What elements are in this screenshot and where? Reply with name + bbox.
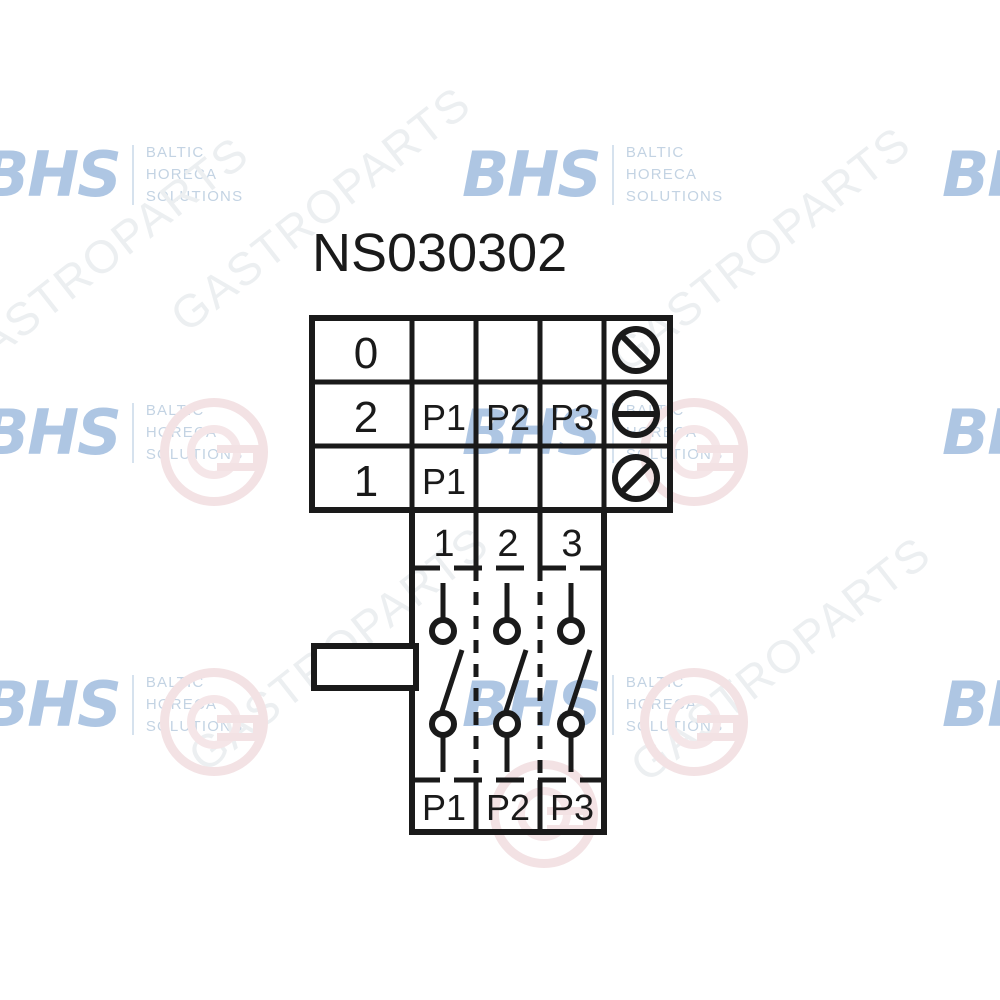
table-cell-contact: P1 (422, 461, 466, 502)
terminal-label-bottom: P2 (486, 787, 530, 828)
position-table: 0 2 P1 P2 P3 1 P1 (309, 315, 673, 513)
terminal-label-bottom: P1 (422, 787, 466, 828)
page-title: NS030302 (312, 223, 568, 283)
table-cell-position: 1 (354, 457, 378, 506)
terminal-label-top: 2 (497, 523, 518, 565)
contact-terminal-lower (493, 710, 521, 738)
terminal-label-top: 3 (561, 523, 582, 565)
contact-block: 1 2 3 P1 P2 P3 (409, 507, 607, 835)
switch-contact-pole-1 (429, 583, 465, 772)
table-cell-position: 0 (354, 329, 378, 378)
actuator-handle-icon (311, 643, 419, 691)
knob-horizontal-icon (612, 390, 660, 438)
terminal-label-bottom: P3 (550, 787, 594, 828)
table-cell-contact: P1 (422, 397, 466, 438)
knob-diagonal-nw-se-icon (612, 326, 660, 374)
terminal-label-top: 1 (433, 523, 454, 565)
contact-terminal-upper (493, 617, 521, 645)
knob-diagonal-sw-ne-icon (612, 454, 660, 502)
contact-terminal-upper (429, 617, 457, 645)
table-cell-contact: P2 (486, 397, 530, 438)
contact-terminal-upper (557, 617, 585, 645)
contact-terminal-lower (557, 710, 585, 738)
switch-contact-pole-3 (557, 583, 593, 772)
table-cell-contact: P3 (550, 397, 594, 438)
switch-contact-pole-2 (493, 583, 529, 772)
contact-terminal-lower (429, 710, 457, 738)
table-cell-position: 2 (354, 393, 378, 442)
